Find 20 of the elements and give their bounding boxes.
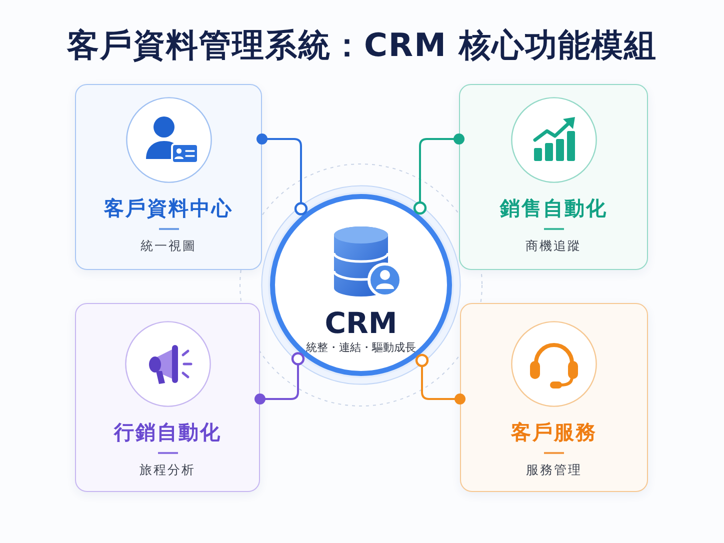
connector-line: [415, 354, 466, 404]
module-subtitle: 商機追蹤: [526, 238, 582, 254]
hub-tagline: 統整・連結・驅動成長: [306, 341, 416, 355]
module-card: [460, 303, 648, 492]
connector-line: [413, 134, 464, 215]
module-card: [75, 303, 260, 492]
module-card: [459, 84, 648, 270]
page-title: 客戶資料管理系統：CRM 核心功能模組: [66, 25, 658, 65]
connector-line: [256, 134, 308, 216]
hub-title: CRM: [324, 308, 398, 338]
module-title: 銷售自動化: [500, 196, 608, 220]
module-card: [75, 84, 262, 270]
module-subtitle: 統一視圖: [140, 238, 196, 254]
module-title: 客戶資料中心: [104, 196, 233, 220]
module-subtitle: 服務管理: [526, 462, 582, 478]
connector-line: [254, 352, 305, 404]
module-title: 行銷自動化: [114, 420, 222, 444]
crm-hub-circle: [261, 185, 461, 385]
module-subtitle: 旅程分析: [140, 462, 196, 478]
module-title: 客戶服務: [511, 420, 597, 444]
